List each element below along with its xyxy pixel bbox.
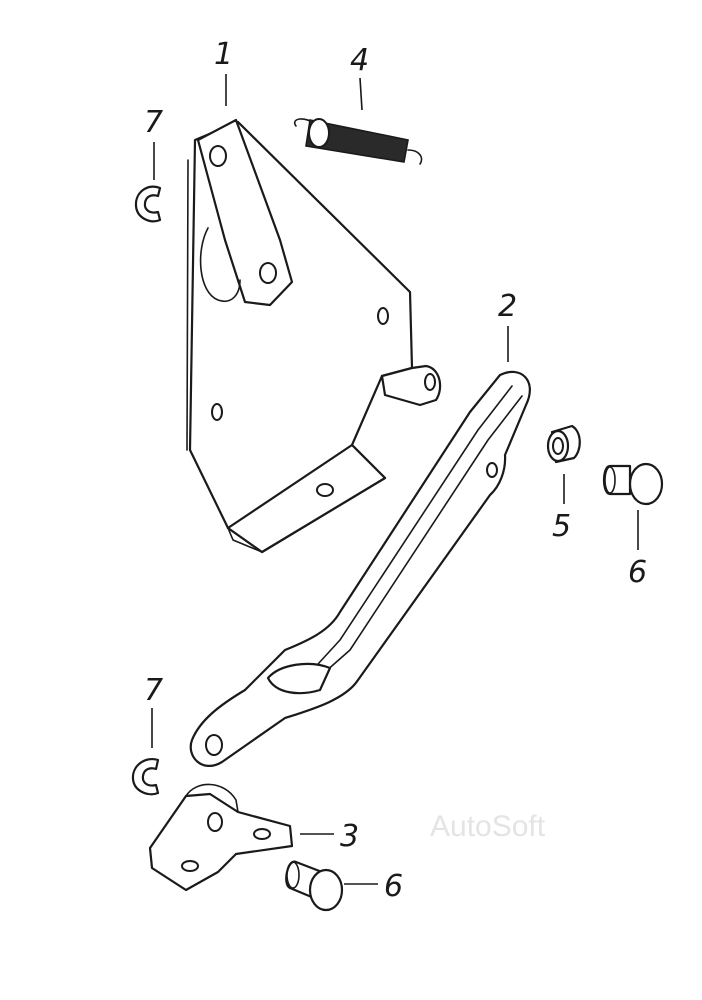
part-4-tension-spring <box>293 118 423 165</box>
callout-6-upper: 6 <box>628 555 647 590</box>
callout-7-lower: 7 <box>144 673 163 708</box>
part-7-clip-lower <box>131 757 160 796</box>
callout-6-lower: 6 <box>384 869 403 904</box>
leader-4 <box>359 77 363 111</box>
part-3-small-bracket <box>148 783 294 892</box>
watermark: AutoSoft <box>430 810 546 843</box>
part-1-bracket-plate <box>186 118 442 554</box>
callout-7-upper: 7 <box>144 105 163 140</box>
part-7-clip-upper <box>134 185 162 223</box>
part-2-lever-arm <box>189 370 531 767</box>
callout-2: 2 <box>498 289 517 324</box>
callout-4: 4 <box>350 43 369 78</box>
callout-3: 3 <box>340 819 359 854</box>
callout-1: 1 <box>214 37 233 72</box>
part-6-pin-upper <box>602 462 664 506</box>
callout-5: 5 <box>552 509 571 544</box>
part-6-pin-lower <box>285 860 344 912</box>
part-5-bushing <box>546 424 581 464</box>
leader-lines <box>151 74 639 885</box>
